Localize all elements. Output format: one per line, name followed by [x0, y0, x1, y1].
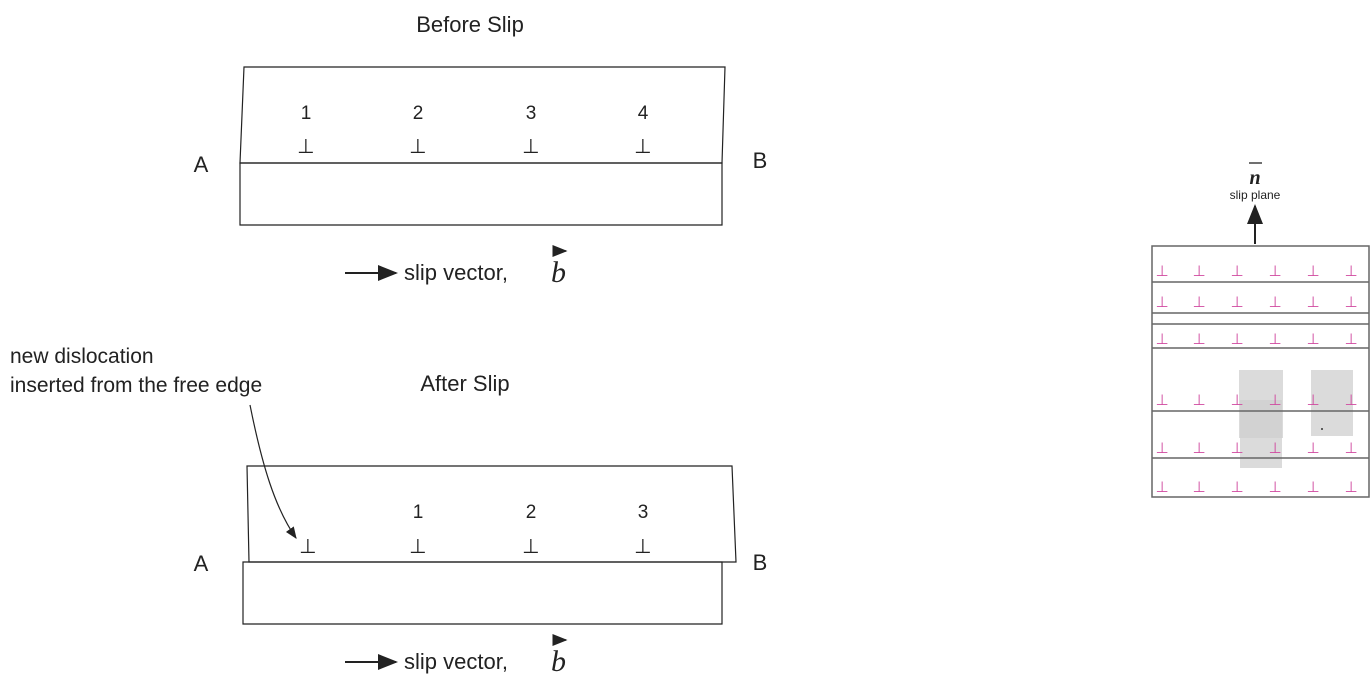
pink-dislocation-symbol: ⊥: [1344, 262, 1357, 280]
before-label-b: B: [753, 148, 768, 173]
pink-dislocation-symbol: ⊥: [1344, 478, 1357, 496]
new-dislocation-pointer-arrow: [249, 404, 297, 539]
before-slip-vector-text: slip vector,: [404, 260, 508, 285]
new-dislocation-annotation-line1: new dislocation: [10, 345, 154, 368]
after-burgers-vector-symbol: b: [551, 645, 566, 678]
pink-dislocation-symbol: ⊥: [1192, 478, 1205, 496]
pink-dislocation-symbol: ⊥: [1344, 293, 1357, 311]
after-slip-title: After Slip: [420, 371, 509, 396]
slip-plane-label: slip plane: [1230, 188, 1281, 202]
shaded-region-3: [1311, 370, 1353, 436]
pink-dislocation-symbol: ⊥: [1192, 391, 1205, 409]
pink-dislocation-symbol: ⊥: [1306, 391, 1319, 409]
after-slip-vector-text: slip vector,: [404, 649, 508, 674]
pink-dislocation-symbol: ⊥: [1192, 293, 1205, 311]
pink-dislocation-symbol: ⊥: [1192, 330, 1205, 348]
pink-dislocation-symbol: ⊥: [1230, 330, 1243, 348]
before-dislocation-symbol-1: ⊥: [297, 134, 314, 158]
pink-dislocation-symbol: ⊥: [1344, 439, 1357, 457]
crystal-frame: [1151, 245, 1370, 498]
before-label-a: A: [194, 152, 209, 177]
after-new-dislocation-symbol: ⊥: [299, 534, 316, 558]
pink-dislocation-symbol: ⊥: [1268, 293, 1281, 311]
before-dislocation-symbol-3: ⊥: [522, 134, 539, 158]
after-dislocation-label-3: 3: [638, 502, 649, 523]
before-dislocation-label-2: 2: [413, 103, 424, 124]
pink-dislocation-symbol: ⊥: [1306, 293, 1319, 311]
pink-dislocation-symbol: ⊥: [1230, 391, 1243, 409]
pink-dislocation-symbol: ⊥: [1155, 391, 1168, 409]
pink-dislocation-symbol: ⊥: [1230, 439, 1243, 457]
small-dot-marker: [1321, 428, 1323, 430]
pink-dislocation-symbol: ⊥: [1230, 293, 1243, 311]
before-dislocation-symbol-4: ⊥: [634, 134, 651, 158]
pink-dislocation-symbol: ⊥: [1230, 262, 1243, 280]
after-label-a: A: [194, 551, 209, 576]
pink-dislocation-symbol: ⊥: [1155, 293, 1168, 311]
pink-dislocation-symbol: ⊥: [1155, 262, 1168, 280]
pink-dislocation-symbol: ⊥: [1155, 478, 1168, 496]
after-lower-crystal-block: [242, 561, 723, 625]
pink-dislocation-symbol: ⊥: [1268, 391, 1281, 409]
before-dislocation-label-3: 3: [526, 103, 537, 124]
pink-dislocation-symbol: ⊥: [1268, 439, 1281, 457]
after-dislocation-label-2: 2: [526, 502, 537, 523]
pink-dislocation-symbol: ⊥: [1230, 478, 1243, 496]
pink-dislocation-symbol: ⊥: [1155, 439, 1168, 457]
pink-dislocation-symbol: ⊥: [1306, 439, 1319, 457]
after-dislocation-label-1: 1: [413, 502, 424, 523]
new-dislocation-annotation-line2: inserted from the free edge: [10, 374, 262, 397]
pink-dislocation-symbol: ⊥: [1268, 262, 1281, 280]
before-dislocation-symbol-2: ⊥: [409, 134, 426, 158]
pink-dislocation-symbol: ⊥: [1306, 262, 1319, 280]
after-dislocation-symbol-3: ⊥: [634, 534, 651, 558]
before-dislocation-label-4: 4: [638, 103, 649, 124]
pink-dislocation-grid: ⊥ ⊥ ⊥ ⊥ ⊥ ⊥ ⊥ ⊥ ⊥ ⊥ ⊥ ⊥ ⊥ ⊥ ⊥ ⊥ ⊥ ⊥ ⊥ ⊥ ⊥ ⊥ ⊥ ⊥ ⊥ ⊥ ⊥ ⊥ ⊥ ⊥ ⊥ ⊥ ⊥ ⊥ ⊥ ⊥: [1155, 262, 1357, 496]
pink-dislocation-symbol: ⊥: [1268, 330, 1281, 348]
pink-dislocation-symbol: ⊥: [1192, 439, 1205, 457]
pink-dislocation-symbol: ⊥: [1155, 330, 1168, 348]
pink-dislocation-symbol: ⊥: [1268, 478, 1281, 496]
pink-dislocation-symbol: ⊥: [1306, 330, 1319, 348]
before-burgers-vector-symbol: b: [551, 256, 566, 289]
before-slip-title: Before Slip: [416, 12, 524, 37]
pink-dislocation-symbol: ⊥: [1344, 330, 1357, 348]
normal-vector-symbol: n: [1249, 167, 1260, 189]
after-label-b: B: [753, 550, 768, 575]
dislocation-array-figure: n slip plane ⊥⊥⊥⊥⊥⊥⊥⊥⊥⊥⊥⊥⊥⊥⊥⊥⊥⊥⊥⊥⊥⊥⊥⊥⊥⊥⊥…: [1151, 162, 1370, 498]
pink-dislocation-symbol: ⊥: [1306, 478, 1319, 496]
after-dislocation-symbol-2: ⊥: [522, 534, 539, 558]
before-dislocation-label-1: 1: [301, 103, 312, 124]
after-dislocation-symbol-1: ⊥: [409, 534, 426, 558]
pink-dislocation-symbol: ⊥: [1192, 262, 1205, 280]
after-slip-panel: After Slip new dislocation inserted from…: [10, 345, 767, 678]
before-lower-crystal-block: [239, 162, 723, 226]
after-upper-crystal-block: [246, 465, 737, 563]
pink-dislocation-symbol: ⊥: [1344, 391, 1357, 409]
before-slip-panel: Before Slip A B 1 2 3 4 ⊥ ⊥ ⊥ ⊥ slip vec…: [194, 12, 768, 289]
